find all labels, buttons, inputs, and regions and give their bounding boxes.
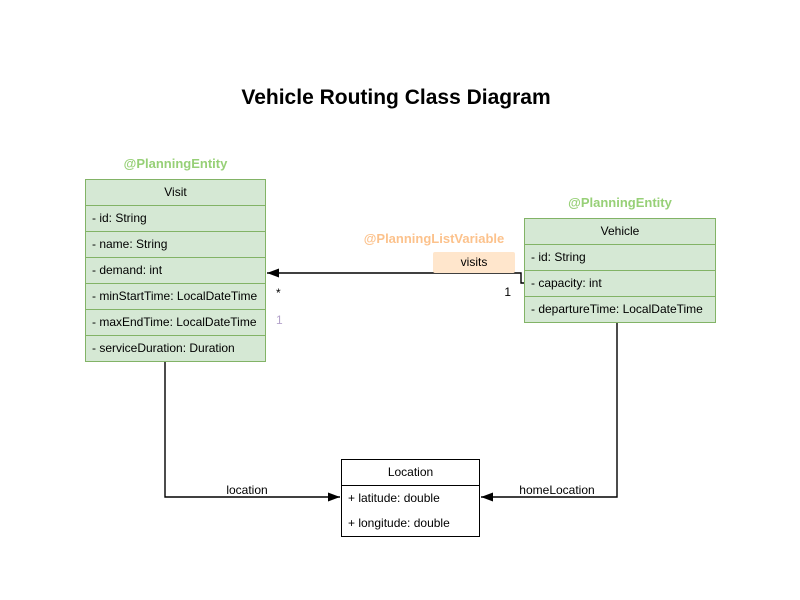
class-location-name: Location <box>342 460 479 486</box>
visit-planning-entity-annotation: @PlanningEntity <box>123 156 228 171</box>
edge-vehicle-homelocation <box>481 322 618 502</box>
class-location-attribute: + longitude: double <box>348 516 450 530</box>
class-visit-name: Visit <box>86 180 265 206</box>
class-visit: Visit - id: String - name: String - dema… <box>85 179 266 362</box>
class-location: Location + latitude: double + longitude:… <box>341 459 480 537</box>
planning-list-variable-annotation: @PlanningListVariable <box>363 231 505 246</box>
diagram-title: Vehicle Routing Class Diagram <box>241 86 551 109</box>
location-edge-label: location <box>226 483 268 497</box>
edge-visit-location <box>164 362 340 502</box>
visits-edge-label: visits <box>433 252 515 273</box>
edge-vehicle-visits <box>267 268 525 284</box>
class-vehicle-name: Vehicle <box>525 219 715 245</box>
class-visit-attribute: - demand: int <box>86 258 265 284</box>
class-visit-attribute: - serviceDuration: Duration <box>92 341 235 355</box>
class-vehicle-attribute: - departureTime: LocalDateTime <box>531 302 703 316</box>
class-location-attribute: + latitude: double <box>348 491 440 505</box>
class-visit-attribute: - id: String <box>86 206 265 232</box>
vehicle-planning-entity-annotation: @PlanningEntity <box>568 195 672 210</box>
home-location-edge-label: homeLocation <box>519 483 595 497</box>
visits-source-multiplicity: 1 <box>504 285 511 299</box>
visits-target-multiplicity: * <box>276 286 281 300</box>
class-vehicle: Vehicle - id: String - capacity: int - d… <box>524 218 716 323</box>
class-visit-attribute: - maxEndTime: LocalDateTime <box>86 310 265 336</box>
class-vehicle-attribute: - capacity: int <box>525 271 715 297</box>
class-visit-attribute: - minStartTime: LocalDateTime <box>86 284 265 310</box>
class-vehicle-attribute: - id: String <box>525 245 715 271</box>
class-visit-attribute: - name: String <box>86 232 265 258</box>
visits-index-marker: 1 <box>276 313 283 327</box>
